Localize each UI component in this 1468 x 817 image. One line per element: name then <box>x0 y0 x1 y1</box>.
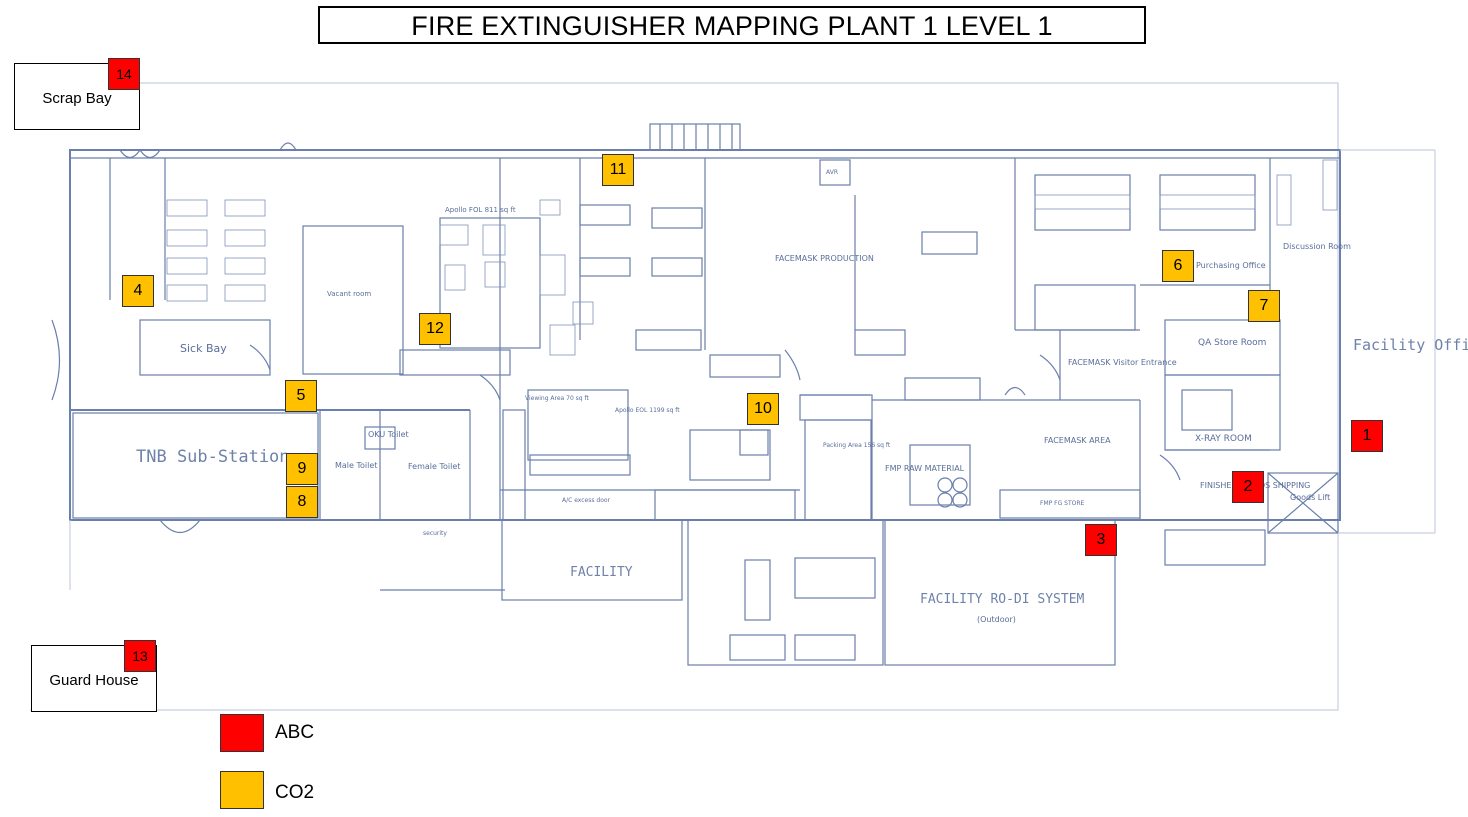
outdoor-label: (Outdoor) <box>977 615 1016 624</box>
legend-swatch-abc <box>220 714 264 752</box>
marker-4: 4 <box>122 275 154 307</box>
apollo-fol-label: Apollo FOL 811 sq ft <box>445 206 516 214</box>
xray-label: X-RAY ROOM <box>1195 434 1252 444</box>
sick-bay-label: Sick Bay <box>180 342 227 355</box>
marker-7: 7 <box>1248 290 1280 322</box>
vacant-room-label: Vacant room <box>327 290 371 298</box>
marker-6: 6 <box>1162 250 1194 282</box>
security-label: security <box>423 530 447 537</box>
guard-house-label: Guard House <box>49 672 139 689</box>
marker-2: 2 <box>1232 471 1264 503</box>
avr-label: AVR <box>826 169 838 176</box>
map-title: FIRE EXTINGUISHER MAPPING PLANT 1 LEVEL … <box>318 6 1146 44</box>
goods-lift-label: Goods Lift <box>1290 493 1330 502</box>
guard-house-box: Guard House 13 <box>31 640 157 712</box>
legend-label-co2: CO2 <box>275 782 315 803</box>
marker-8: 8 <box>286 486 318 518</box>
facility-label: FACILITY <box>570 565 633 580</box>
qa-store-label: QA Store Room <box>1198 338 1266 348</box>
legend-label-abc: ABC <box>275 722 315 743</box>
tnb-label: TNB Sub-Station <box>136 447 290 467</box>
apollo-eol-label: Apollo EOL 1199 sq ft <box>615 407 680 414</box>
marker-12: 12 <box>419 313 451 345</box>
facemask-area-label: FACEMASK AREA <box>1044 436 1111 445</box>
marker-13: 13 <box>124 640 156 672</box>
marker-10: 10 <box>747 393 779 425</box>
legend-swatch-co2 <box>220 771 264 809</box>
scrap-bay-box: Scrap Bay 14 <box>14 58 140 130</box>
male-toilet-label: Male Toilet <box>335 461 377 470</box>
scrap-bay-label: Scrap Bay <box>42 90 112 107</box>
marker-1: 1 <box>1351 420 1383 452</box>
female-toilet-label: Female Toilet <box>408 462 460 471</box>
packing-label: Packing Area 156 sq ft <box>823 442 891 449</box>
marker-11: 11 <box>602 154 634 186</box>
fmp-fg-label: FMP FG STORE <box>1040 500 1085 507</box>
marker-14: 14 <box>108 58 140 90</box>
facemask-production-label: FACEMASK PRODUCTION <box>775 254 874 263</box>
marker-3: 3 <box>1085 524 1117 556</box>
discussion-label: Discussion Room <box>1283 242 1351 251</box>
ac-door-label: A/C excess door <box>562 497 611 504</box>
purchasing-label: Purchasing Office <box>1196 261 1266 270</box>
fmp-raw-label: FMP RAW MATERIAL <box>885 464 965 473</box>
facility-office-label: Facility Office <box>1353 336 1468 354</box>
marker-9: 9 <box>286 453 318 485</box>
facemask-visitor-label: FACEMASK Visitor Entrance <box>1068 358 1177 367</box>
marker-5: 5 <box>285 380 317 412</box>
viewing-label: Viewing Area 70 sq ft <box>525 395 590 402</box>
rodi-label: FACILITY RO-DI SYSTEM <box>920 592 1085 607</box>
oku-label: OKU Toilet <box>368 430 409 439</box>
